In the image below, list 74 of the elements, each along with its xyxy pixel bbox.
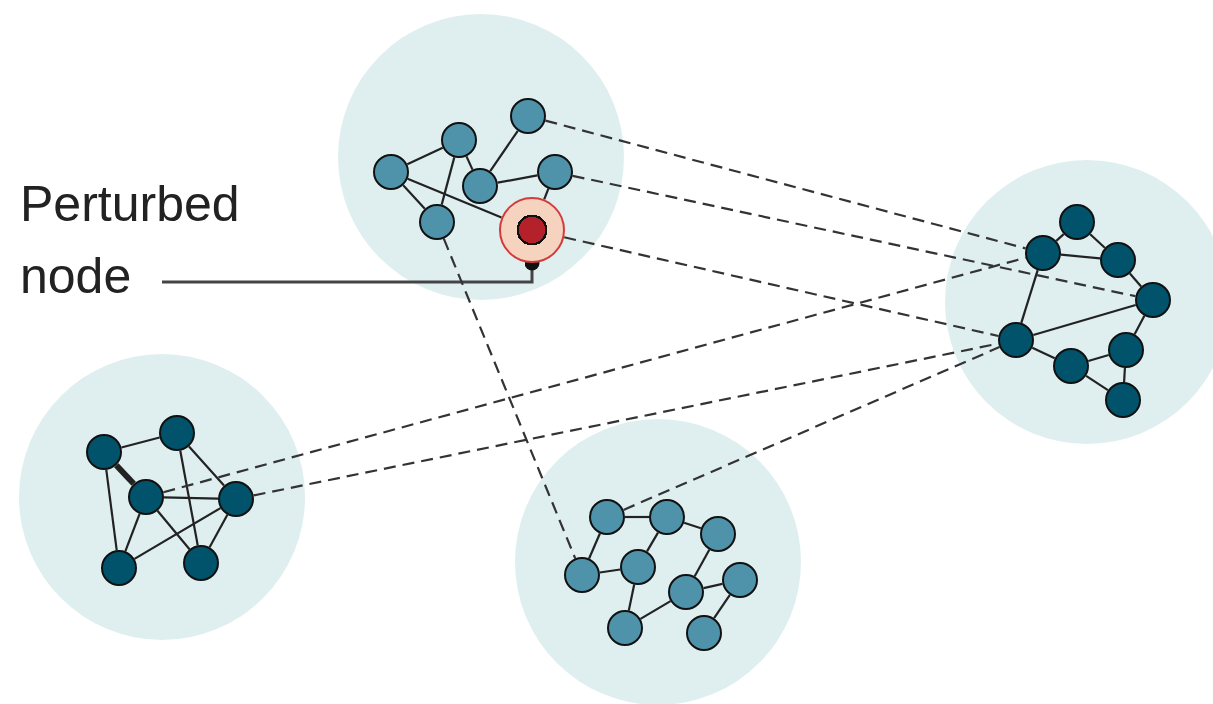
network-node: [700, 516, 736, 552]
link-line: [588, 533, 601, 559]
link-line: [625, 515, 649, 519]
link-line: [627, 584, 636, 611]
network-node: [564, 557, 600, 593]
dashed-link-line: [572, 174, 1136, 298]
network-node: [373, 154, 409, 190]
link-line: [1088, 353, 1109, 363]
link-line: [543, 188, 550, 200]
link-line: [703, 582, 723, 590]
link-line: [406, 146, 444, 166]
link-line: [208, 514, 229, 548]
link-line: [407, 177, 502, 219]
link-line: [1129, 272, 1142, 288]
network-node: [1135, 282, 1171, 318]
network-node: [441, 122, 477, 158]
link-line: [440, 157, 456, 205]
network-node: [649, 499, 685, 535]
network-node: [722, 562, 758, 598]
network-node: [589, 499, 625, 535]
network-node: [620, 549, 656, 585]
network-node: [510, 98, 546, 134]
link-line: [188, 445, 225, 487]
link-line: [1123, 367, 1126, 383]
network-node: [1053, 348, 1089, 384]
link-line: [639, 600, 672, 620]
link-line: [179, 450, 199, 546]
network-node: [686, 615, 722, 651]
network-node: [419, 204, 455, 240]
network-node: [183, 545, 219, 581]
link-line: [163, 496, 219, 500]
dashed-link-line: [623, 346, 1000, 511]
link-line: [1133, 315, 1146, 335]
dashed-link-line: [545, 119, 1026, 250]
network-node: [462, 168, 498, 204]
link-line: [133, 507, 222, 560]
link-line: [1020, 269, 1039, 324]
link-line: [489, 130, 519, 172]
link-line: [105, 469, 118, 551]
link-line: [1055, 233, 1065, 242]
network-node: [1108, 332, 1144, 368]
network-node: [128, 479, 164, 515]
network-node: [218, 481, 254, 517]
dashed-link-line: [442, 238, 577, 559]
link-line: [497, 174, 538, 184]
network-node: [1100, 242, 1136, 278]
network-node: [998, 322, 1034, 358]
node-label: Perturbed node: [20, 168, 285, 312]
dashed-link-line: [563, 236, 999, 338]
network-node: [537, 154, 573, 190]
network-node: [1025, 235, 1061, 271]
network-node: [101, 550, 137, 586]
link-line: [124, 513, 141, 552]
network-node: [668, 574, 704, 610]
network-node: [1105, 382, 1141, 418]
link-line: [713, 594, 731, 619]
link-line: [693, 549, 711, 577]
link-line: [599, 568, 621, 574]
network-node: [1059, 204, 1095, 240]
link-line: [683, 521, 702, 530]
network-node: [159, 415, 195, 451]
link-line: [1085, 374, 1109, 392]
link-line: [1033, 303, 1136, 337]
network-node: [607, 610, 643, 646]
link-line: [1031, 346, 1056, 360]
link-line: [121, 436, 160, 449]
link-line: [402, 184, 426, 210]
link-line: [1089, 233, 1106, 249]
link-line: [646, 532, 659, 552]
link-line: [1060, 253, 1101, 260]
network-node: [86, 434, 122, 470]
thick-link-line: [114, 463, 136, 486]
link-line: [156, 510, 191, 550]
link-line: [465, 155, 474, 171]
